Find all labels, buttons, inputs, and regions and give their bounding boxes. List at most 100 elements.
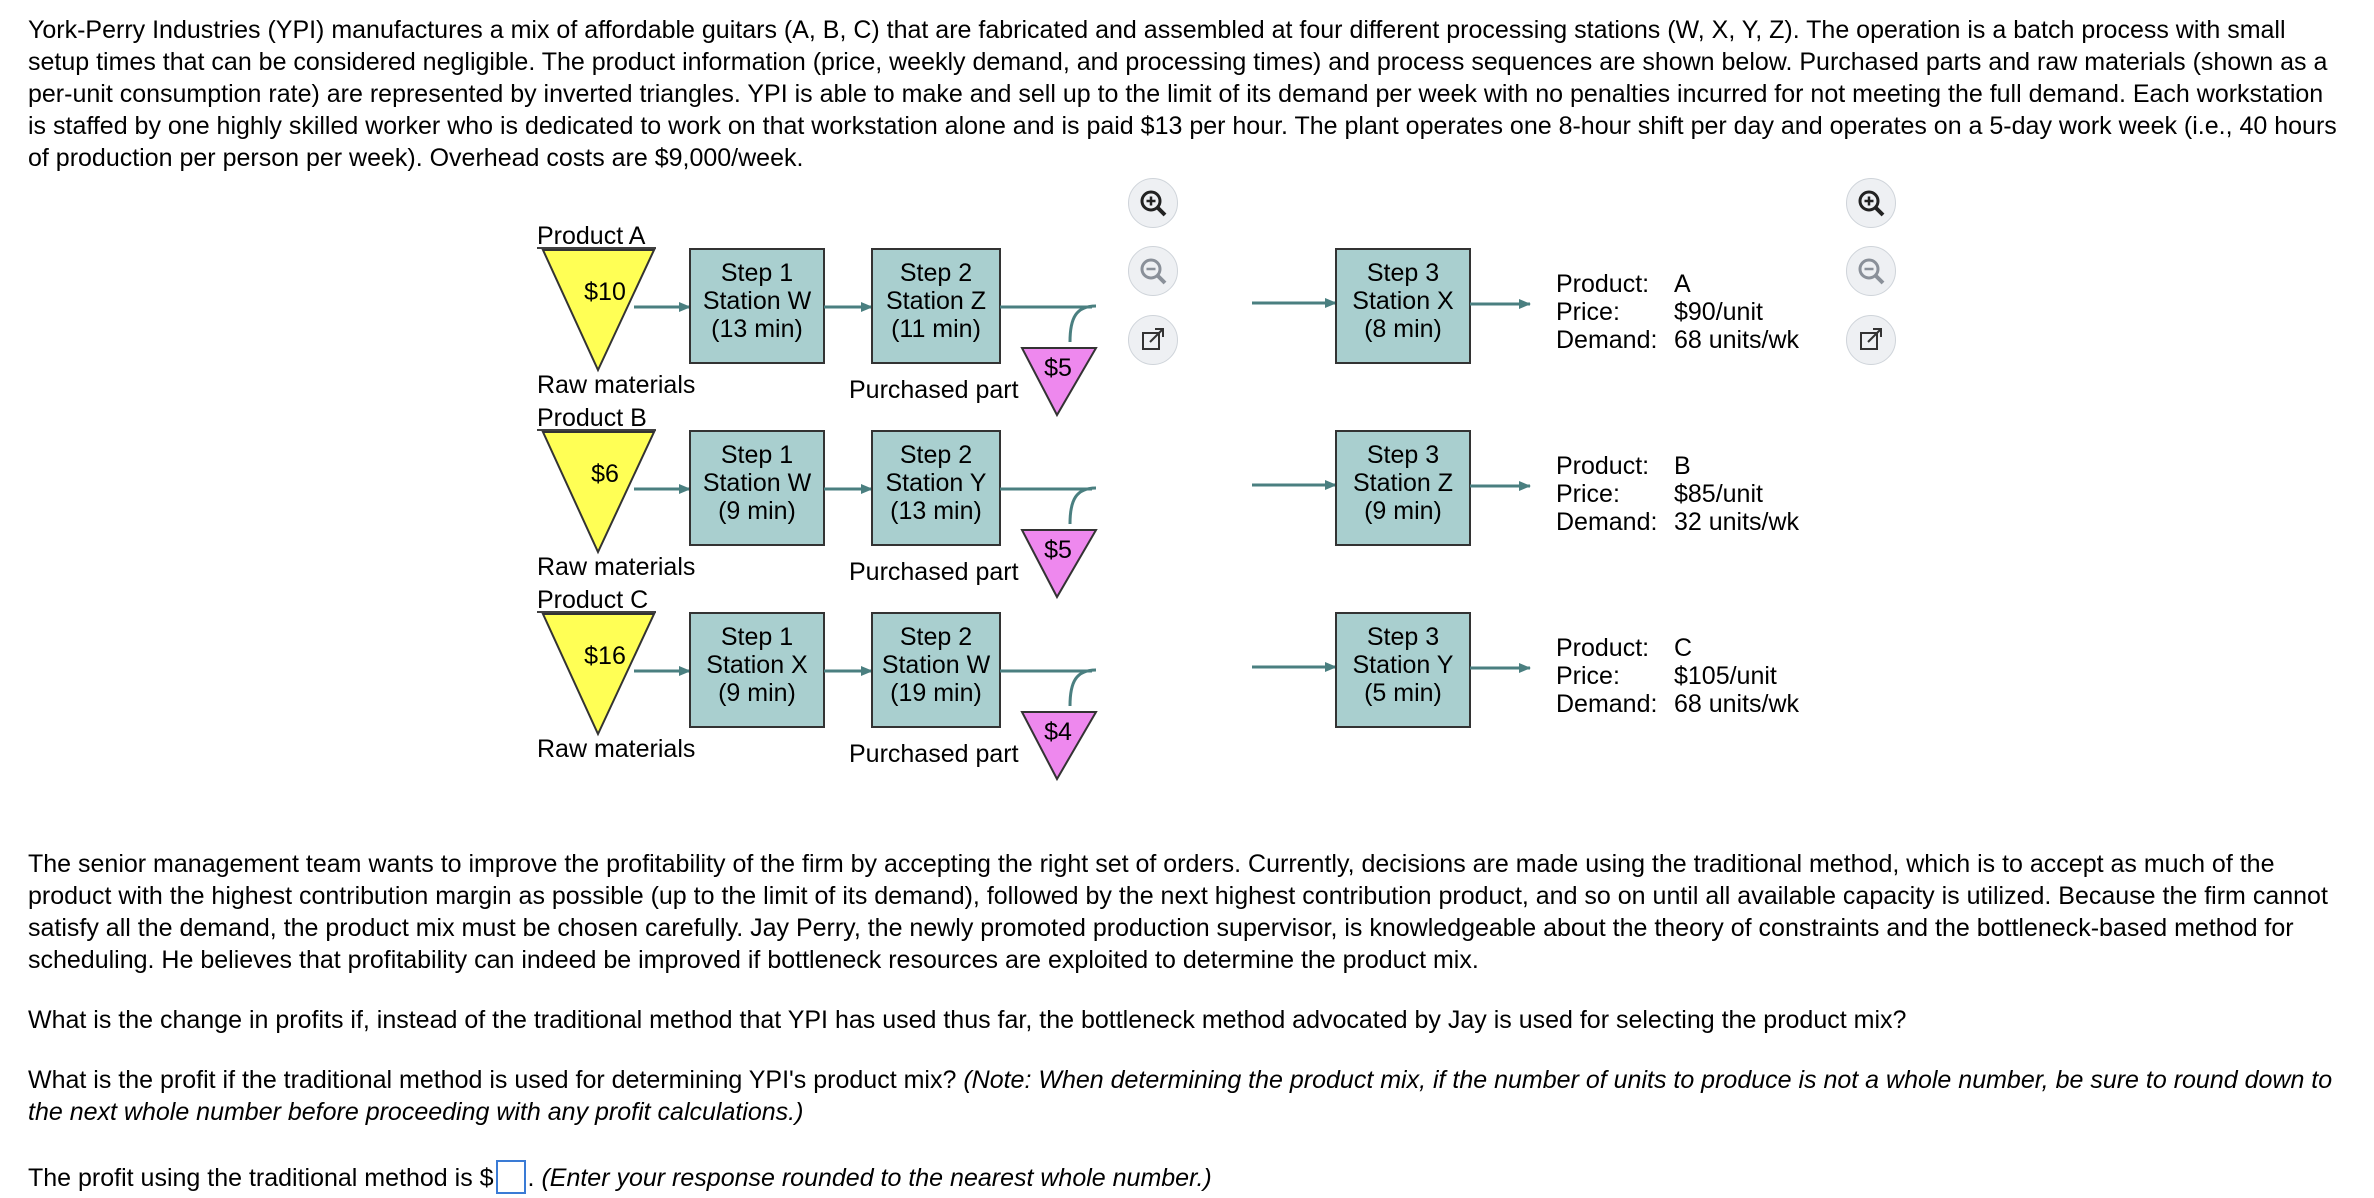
- product-c-info-value-1: C: [1674, 634, 1692, 662]
- raw-label-a: Raw materials: [537, 371, 695, 399]
- intro-text: York-Perry Industries (YPI) manufactures…: [28, 16, 2337, 172]
- step2-box-c-line-3: (19 min): [890, 679, 982, 707]
- step2-box-a-line-1: Step 2: [900, 259, 972, 287]
- product-b-info-value-1: B: [1674, 452, 1691, 480]
- product-a-info-label-1: Product:: [1556, 270, 1649, 298]
- purchased-part-triangle-a: [1020, 347, 1098, 418]
- zoom-in-icon: [1858, 190, 1885, 217]
- product-a-info-label-2: Price:: [1556, 298, 1620, 326]
- step3-box-b-line-3: (9 min): [1364, 497, 1442, 525]
- answer-line: The profit using the traditional method …: [28, 1160, 2348, 1194]
- step3-box-c: [1335, 612, 1471, 728]
- open-external-button-1[interactable]: [1128, 315, 1178, 365]
- answer-tail: .: [527, 1164, 542, 1192]
- raw-label-b: Raw materials: [537, 553, 695, 581]
- product-a-info-label-3: Demand:: [1556, 326, 1657, 354]
- step1-box-c-line-2: Station X: [706, 651, 808, 679]
- step1-box-b-line-3: (9 min): [718, 497, 796, 525]
- answer-note: (Enter your response rounded to the near…: [541, 1164, 1212, 1192]
- zoom-out-button-2[interactable]: [1846, 246, 1896, 296]
- product-c-info-label-3: Demand:: [1556, 690, 1657, 718]
- raw-material-triangle-c: [541, 613, 656, 737]
- step3-box-b: [1335, 430, 1471, 546]
- purchased-part-triangle-c: [1020, 711, 1098, 782]
- product-c-info-value-2: $105/unit: [1674, 662, 1777, 690]
- answer-input[interactable]: [495, 1160, 526, 1194]
- product-b-info-value-3: 32 units/wk: [1674, 508, 1800, 536]
- question-2: What is the profit if the traditional me…: [28, 1064, 2348, 1128]
- product-b-title: Product B: [537, 404, 647, 432]
- question-1: What is the change in profits if, instea…: [28, 1006, 1907, 1034]
- step3-box-b-line-1: Step 3: [1367, 441, 1439, 469]
- part-label-a: Purchased part: [849, 376, 1019, 404]
- step1-box-c: [689, 612, 825, 728]
- step3-box-a-line-1: Step 3: [1367, 259, 1439, 287]
- part-join-curve-a: [1068, 304, 1097, 343]
- step1-box-a-line-2: Station W: [703, 287, 812, 315]
- step2-box-c: [871, 612, 1001, 728]
- product-b-info-label-2: Price:: [1556, 480, 1620, 508]
- zoom-out-icon: [1858, 258, 1885, 285]
- part-cost-b: $5: [1044, 536, 1072, 564]
- open-external-icon: [1142, 328, 1164, 350]
- step2-box-b-line-2: Station Y: [885, 469, 986, 497]
- zoom-in-button-2[interactable]: [1846, 178, 1896, 228]
- question-2-lead: What is the profit if the traditional me…: [28, 1066, 964, 1094]
- step3-box-c-line-3: (5 min): [1364, 679, 1442, 707]
- step3-box-a-line-2: Station X: [1352, 287, 1454, 315]
- step3-box-a-line-3: (8 min): [1364, 315, 1442, 343]
- step3-box-c-line-1: Step 3: [1367, 623, 1439, 651]
- step2-box-c-line-1: Step 2: [900, 623, 972, 651]
- product-c-info-value-3: 68 units/wk: [1674, 690, 1800, 718]
- step2-box-c-line-2: Station W: [882, 651, 991, 679]
- step1-box-a-line-3: (13 min): [711, 315, 803, 343]
- step1-box-b-line-2: Station W: [703, 469, 812, 497]
- step1-box-b: [689, 430, 825, 546]
- step1-box-a-line-1: Step 1: [721, 259, 793, 287]
- step2-box-b-line-3: (13 min): [890, 497, 982, 525]
- step1-box-c-line-1: Step 1: [721, 623, 793, 651]
- zoom-in-icon: [1140, 190, 1167, 217]
- product-b-info-value-2: $85/unit: [1674, 480, 1763, 508]
- product-a-info-value-3: 68 units/wk: [1674, 326, 1800, 354]
- product-a-title: Product A: [537, 222, 646, 250]
- step1-box-c-line-3: (9 min): [718, 679, 796, 707]
- raw-label-c: Raw materials: [537, 735, 695, 763]
- product-c-info-label-2: Price:: [1556, 662, 1620, 690]
- step2-box-a-line-3: (11 min): [891, 315, 981, 343]
- part-join-curve-b: [1068, 486, 1097, 525]
- purchased-part-triangle-b: [1020, 529, 1098, 600]
- part-cost-c: $4: [1044, 718, 1072, 746]
- raw-cost-c: $16: [584, 642, 626, 670]
- open-external-icon: [1860, 328, 1882, 350]
- step1-box-b-line-1: Step 1: [721, 441, 793, 469]
- question-2-note: (Note: When determining the product mix,…: [28, 1066, 2333, 1126]
- product-a-info-value-1: A: [1674, 270, 1691, 298]
- product-b-info-label-1: Product:: [1556, 452, 1649, 480]
- open-external-button-2[interactable]: [1846, 315, 1896, 365]
- raw-cost-b: $6: [591, 460, 619, 488]
- step2-box-a: [871, 248, 1001, 364]
- raw-material-triangle-a: [541, 249, 656, 373]
- zoom-out-icon: [1140, 258, 1167, 285]
- product-c-info-label-1: Product:: [1556, 634, 1649, 662]
- product-b-info-label-3: Demand:: [1556, 508, 1657, 536]
- part-cost-a: $5: [1044, 354, 1072, 382]
- step2-box-b-line-1: Step 2: [900, 441, 972, 469]
- management-text: The senior management team wants to impr…: [28, 850, 2328, 974]
- product-a-info-value-2: $90/unit: [1674, 298, 1763, 326]
- step3-box-a: [1335, 248, 1471, 364]
- part-label-b: Purchased part: [849, 558, 1019, 586]
- part-label-c: Purchased part: [849, 740, 1019, 768]
- step2-box-a-line-2: Station Z: [886, 287, 986, 315]
- raw-cost-a: $10: [584, 278, 626, 306]
- part-join-curve-c: [1068, 668, 1097, 707]
- step3-box-c-line-2: Station Y: [1352, 651, 1453, 679]
- answer-lead: The profit using the traditional method …: [28, 1164, 494, 1192]
- step3-box-b-line-2: Station Z: [1353, 469, 1453, 497]
- product-c-title: Product C: [537, 586, 648, 614]
- zoom-in-button-1[interactable]: [1128, 178, 1178, 228]
- raw-material-triangle-b: [541, 431, 656, 555]
- zoom-out-button-1[interactable]: [1128, 246, 1178, 296]
